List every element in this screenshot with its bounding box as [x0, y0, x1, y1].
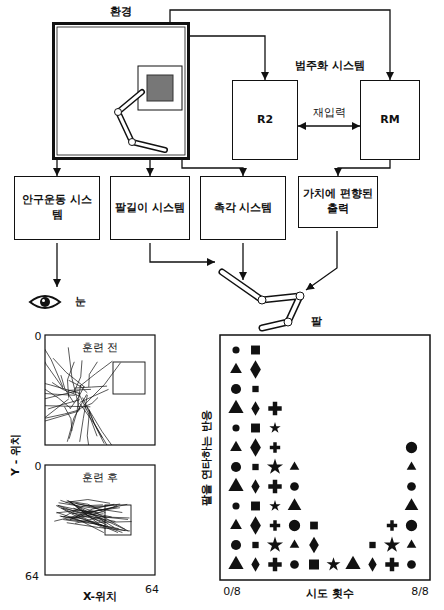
axis-title: 팔을 연타하는 반응	[200, 410, 213, 506]
connector-layer	[57, 10, 390, 176]
connector	[190, 36, 265, 80]
axis-title: X-위치	[83, 590, 117, 603]
response-frame	[220, 335, 430, 580]
arm-label: 팔	[311, 315, 322, 328]
connector	[170, 10, 390, 80]
connector	[298, 125, 360, 126]
connector	[56, 160, 57, 176]
connector	[182, 160, 243, 176]
axis-tick: 8/8	[411, 585, 429, 598]
system-box: 팔길이 시스템	[110, 176, 190, 240]
axis-tick: 0	[35, 330, 42, 343]
node-text: 환경	[55, 5, 187, 20]
connector	[149, 160, 150, 176]
map-box: RM	[360, 80, 420, 160]
trajectory-lines	[45, 335, 121, 445]
axis-title: 시도 횟수	[306, 587, 354, 600]
edge-label: 재입력	[311, 105, 348, 120]
trajectory-lines	[54, 500, 131, 533]
connector	[338, 160, 390, 176]
node-text: RM	[376, 111, 403, 130]
plot-title: 훈련 후	[82, 471, 119, 484]
group-label: 범주화 시스템	[295, 59, 365, 72]
map-box: R2	[232, 80, 298, 160]
arm-wire	[242, 243, 243, 280]
plot-frame	[45, 465, 155, 575]
arm-wire	[306, 231, 337, 290]
stimulus-square	[147, 75, 173, 101]
node-text: 팔길이 시스템	[111, 199, 189, 218]
system-box: 안구운동 시스템	[14, 176, 100, 240]
eye-arrow	[56, 243, 57, 287]
axis-tick: 64	[145, 583, 159, 596]
axis-tick: 64	[25, 570, 39, 583]
eye-icon	[30, 296, 60, 308]
eye-label: 눈	[75, 295, 86, 308]
robot-arm	[222, 272, 304, 328]
axis-tick: 0	[35, 460, 42, 473]
environment-box: 환경	[52, 22, 190, 160]
axis-tick: 0/8	[223, 585, 241, 598]
node-text: 안구운동 시스템	[15, 191, 99, 225]
node-text: 촉각 시스템	[210, 199, 277, 218]
response-shapes	[228, 346, 418, 572]
environment-inner-frame	[57, 27, 185, 155]
output-box: 가치에 편향된 출력	[298, 176, 378, 228]
stimulus-frame	[138, 66, 182, 110]
system-box: 촉각 시스템	[200, 176, 286, 240]
arm-wire	[150, 243, 215, 262]
node-text: 가치에 편향된 출력	[299, 185, 377, 219]
node-text: R2	[253, 111, 277, 130]
robot-arm-env	[115, 92, 166, 150]
plot-title: 훈련 전	[82, 341, 119, 354]
axis-title: Y - 위치	[9, 434, 22, 476]
